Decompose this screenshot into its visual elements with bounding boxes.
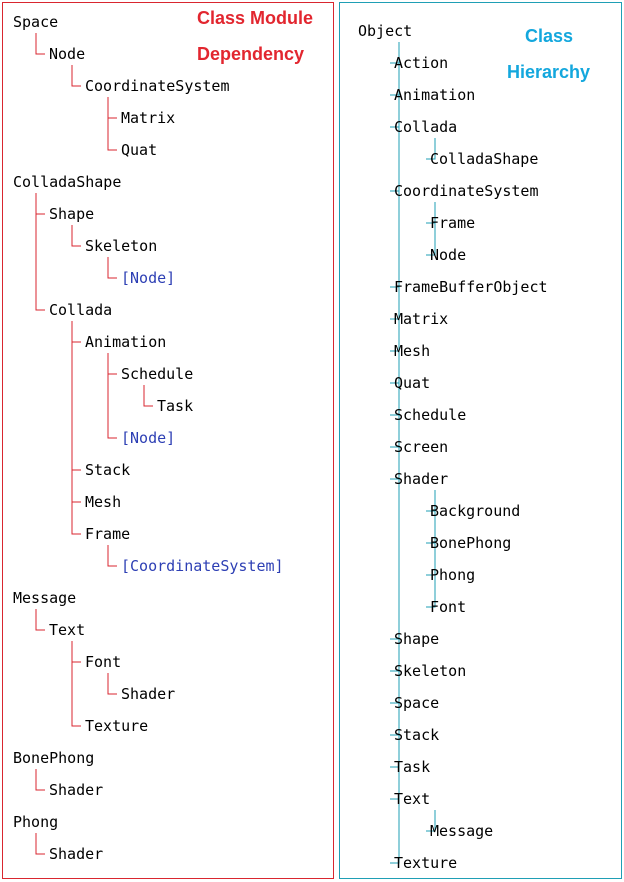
dependency-node: Schedule: [121, 365, 194, 383]
hierarchy-node: Shader: [394, 470, 449, 488]
hierarchy-node: Schedule: [394, 406, 467, 424]
dependency-connector: [71, 641, 81, 727]
dependency-node: Space: [13, 13, 59, 31]
dependency-node: ColladaShape: [13, 173, 122, 191]
dependency-connector: [35, 833, 45, 855]
hierarchy-node: Text: [394, 790, 431, 808]
hierarchy-connector: [390, 42, 400, 704]
dependency-node: Skeleton: [85, 237, 158, 255]
dependency-connector: [107, 97, 117, 119]
hierarchy-node: Quat: [394, 374, 431, 392]
dependency-node: Quat: [121, 141, 158, 159]
dependency-title-line1: Class Module: [197, 8, 314, 28]
dependency-reference-node: [Node]: [121, 269, 176, 287]
hierarchy-node: Message: [430, 822, 494, 840]
dependency-connector: [143, 385, 153, 407]
dependency-node: Collada: [49, 301, 113, 319]
hierarchy-node: Phong: [430, 566, 476, 584]
hierarchy-node: Mesh: [394, 342, 431, 360]
hierarchy-connector: [390, 42, 400, 768]
dependency-connector: [35, 769, 45, 791]
dependency-node: Matrix: [121, 109, 176, 127]
dependency-node: Message: [13, 589, 77, 607]
dependency-connector: [71, 65, 81, 87]
dependency-node: Font: [85, 653, 122, 671]
hierarchy-node: Shape: [394, 630, 440, 648]
dependency-connector: [35, 193, 45, 215]
dependency-node: Shader: [49, 781, 104, 799]
dependency-reference-node: [CoordinateSystem]: [121, 557, 284, 575]
hierarchy-connector: [390, 42, 400, 864]
hierarchy-node: BonePhong: [430, 534, 512, 552]
hierarchy-node: Skeleton: [394, 662, 467, 680]
dependency-node: Phong: [13, 813, 59, 831]
dependency-node: Shader: [121, 685, 176, 703]
dependency-node: Stack: [85, 461, 131, 479]
hierarchy-connector: [426, 810, 436, 832]
dependency-node: Frame: [85, 525, 131, 543]
dependency-connector: [71, 321, 81, 343]
dependency-panel: [2, 2, 334, 879]
hierarchy-node: Frame: [430, 214, 476, 232]
dependency-title-line2: Dependency: [197, 44, 305, 64]
hierarchy-node: Action: [394, 54, 449, 72]
hierarchy-node: ColladaShape: [430, 150, 539, 168]
hierarchy-node: Collada: [394, 118, 458, 136]
dependency-connector: [71, 321, 81, 471]
hierarchy-node: Space: [394, 694, 440, 712]
hierarchy-title-line2: Hierarchy: [507, 62, 591, 82]
dependency-connector: [107, 353, 117, 439]
hierarchy-node: Screen: [394, 438, 449, 456]
dependency-connector: [35, 609, 45, 631]
dependency-connector: [107, 545, 117, 567]
hierarchy-node: Matrix: [394, 310, 449, 328]
dependency-connector: [71, 321, 81, 535]
dependency-connector: [107, 257, 117, 279]
hierarchy-node: CoordinateSystem: [394, 182, 539, 200]
dependency-node: Text: [49, 621, 86, 639]
hierarchy-connector: [426, 490, 436, 608]
hierarchy-node: Node: [430, 246, 467, 264]
hierarchy-panel: [339, 2, 622, 879]
dependency-connector: [107, 353, 117, 375]
hierarchy-node: Animation: [394, 86, 476, 104]
dependency-node: Shape: [49, 205, 95, 223]
hierarchy-node: Object: [358, 22, 413, 40]
dependency-connector: [71, 321, 81, 503]
hierarchy-node: Background: [430, 502, 521, 520]
hierarchy-title-line1: Class: [525, 26, 574, 46]
dependency-node: BonePhong: [13, 749, 95, 767]
dependency-connector: [71, 225, 81, 247]
hierarchy-node: Texture: [394, 854, 458, 872]
dependency-node: Mesh: [85, 493, 122, 511]
dependency-node: Node: [49, 45, 86, 63]
dependency-node: CoordinateSystem: [85, 77, 230, 95]
dependency-connector: [35, 193, 45, 311]
dependency-connector: [35, 33, 45, 55]
hierarchy-node: Task: [394, 758, 431, 776]
dependency-connector: [107, 673, 117, 695]
dependency-node: Task: [157, 397, 194, 415]
dependency-node: Animation: [85, 333, 167, 351]
dependency-node: Texture: [85, 717, 149, 735]
hierarchy-node: Stack: [394, 726, 440, 744]
dependency-connector: [71, 641, 81, 663]
dependency-reference-node: [Node]: [121, 429, 176, 447]
dependency-node: Shader: [49, 845, 104, 863]
hierarchy-connector: [426, 202, 436, 256]
dependency-connector: [107, 97, 117, 151]
hierarchy-connector: [426, 138, 436, 160]
hierarchy-node: FrameBufferObject: [394, 278, 548, 296]
hierarchy-node: Font: [430, 598, 467, 616]
hierarchy-connector: [390, 42, 400, 288]
